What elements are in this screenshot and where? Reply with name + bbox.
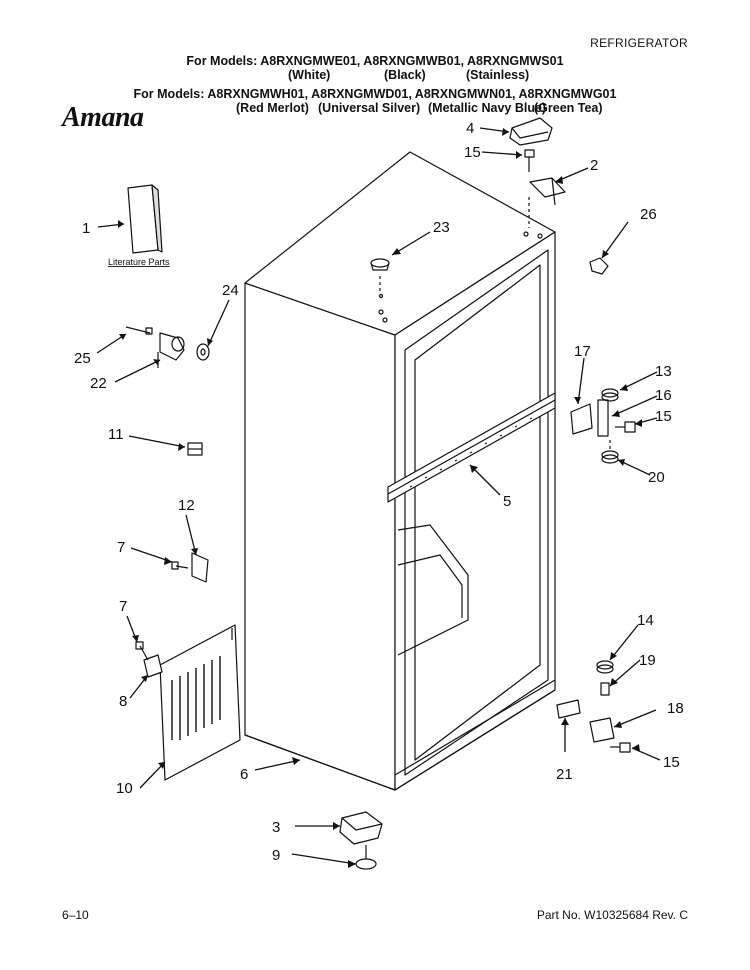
control-board-part-10 <box>159 624 241 781</box>
part-number: Part No. W10325684 Rev. C <box>536 908 688 922</box>
color-universal-silver: (Universal Silver) <box>318 101 421 115</box>
callout-18: 18 <box>667 700 684 717</box>
callout-13: 13 <box>655 363 672 380</box>
callout-16: 16 <box>655 387 672 404</box>
page-number: 6–10 <box>62 908 89 922</box>
valve-assembly-parts-22-24-25 <box>125 326 210 368</box>
callout-25: 25 <box>74 350 91 367</box>
callout-14: 14 <box>637 612 654 629</box>
callout-5: 5 <box>503 493 511 510</box>
callout-7-lower: 7 <box>119 598 127 615</box>
bracket-part-12 <box>171 552 209 583</box>
color-stainless: (Stainless) <box>466 68 530 82</box>
models-line-2: For Models: A8RXNGMWH01, A8RXNGMWD01, A8… <box>133 87 617 101</box>
callout-6: 6 <box>240 766 248 783</box>
center-hinge-parts-13-16-17-20 <box>570 388 636 464</box>
callout-3: 3 <box>272 819 280 836</box>
part-26 <box>589 257 609 275</box>
clip-part-11 <box>187 442 203 456</box>
callout-9: 9 <box>272 847 280 864</box>
color-black: (Black) <box>384 68 426 82</box>
callout-numbers: 1 4 15 2 26 23 24 25 22 11 12 7 7 8 10 6… <box>74 120 684 864</box>
callout-7-upper: 7 <box>117 539 125 556</box>
section-label: REFRIGERATOR <box>590 36 688 50</box>
models-line-1: For Models: A8RXNGMWE01, A8RXNGMWB01, A8… <box>186 54 564 68</box>
callout-8: 8 <box>119 693 127 710</box>
callout-26: 26 <box>640 206 657 223</box>
callout-11: 11 <box>108 426 124 443</box>
color-white: (White) <box>288 68 331 82</box>
callout-23: 23 <box>433 219 450 236</box>
callout-15-center: 15 <box>655 408 672 425</box>
color-red-merlot: (Red Merlot) <box>236 101 309 115</box>
cabinet-part-6 <box>244 151 556 791</box>
callout-1: 1 <box>82 220 90 237</box>
leader-arrowheads <box>118 128 642 868</box>
color-green-tea: (Green Tea) <box>534 101 603 115</box>
color-metallic-navy-blue: (Metallic Navy Blue) <box>428 101 547 115</box>
callout-15-bottom: 15 <box>663 754 680 771</box>
literature-parts-label: Literature Parts <box>108 257 170 267</box>
callout-17: 17 <box>574 343 591 360</box>
callout-12: 12 <box>178 497 195 514</box>
callout-24: 24 <box>222 282 239 299</box>
hinge-cover-part-4 <box>509 117 553 146</box>
top-hinge-part-2 <box>528 177 566 228</box>
literature-part-1 <box>127 184 163 254</box>
callout-20: 20 <box>648 469 665 486</box>
callout-4: 4 <box>466 120 474 137</box>
callout-19: 19 <box>639 652 656 669</box>
bottom-hinge-parts-14-18-19-21 <box>556 660 631 753</box>
callout-10: 10 <box>116 780 133 797</box>
callout-2: 2 <box>590 157 598 174</box>
leveler-parts-3-9 <box>339 811 383 870</box>
grommet-part-23 <box>370 258 390 292</box>
callout-22: 22 <box>90 375 107 392</box>
amana-logo: Amana <box>62 102 144 133</box>
callout-21: 21 <box>556 766 573 783</box>
clamp-part-8 <box>135 641 163 678</box>
callout-15-top: 15 <box>464 144 481 161</box>
screw-part-15-top <box>524 149 535 172</box>
